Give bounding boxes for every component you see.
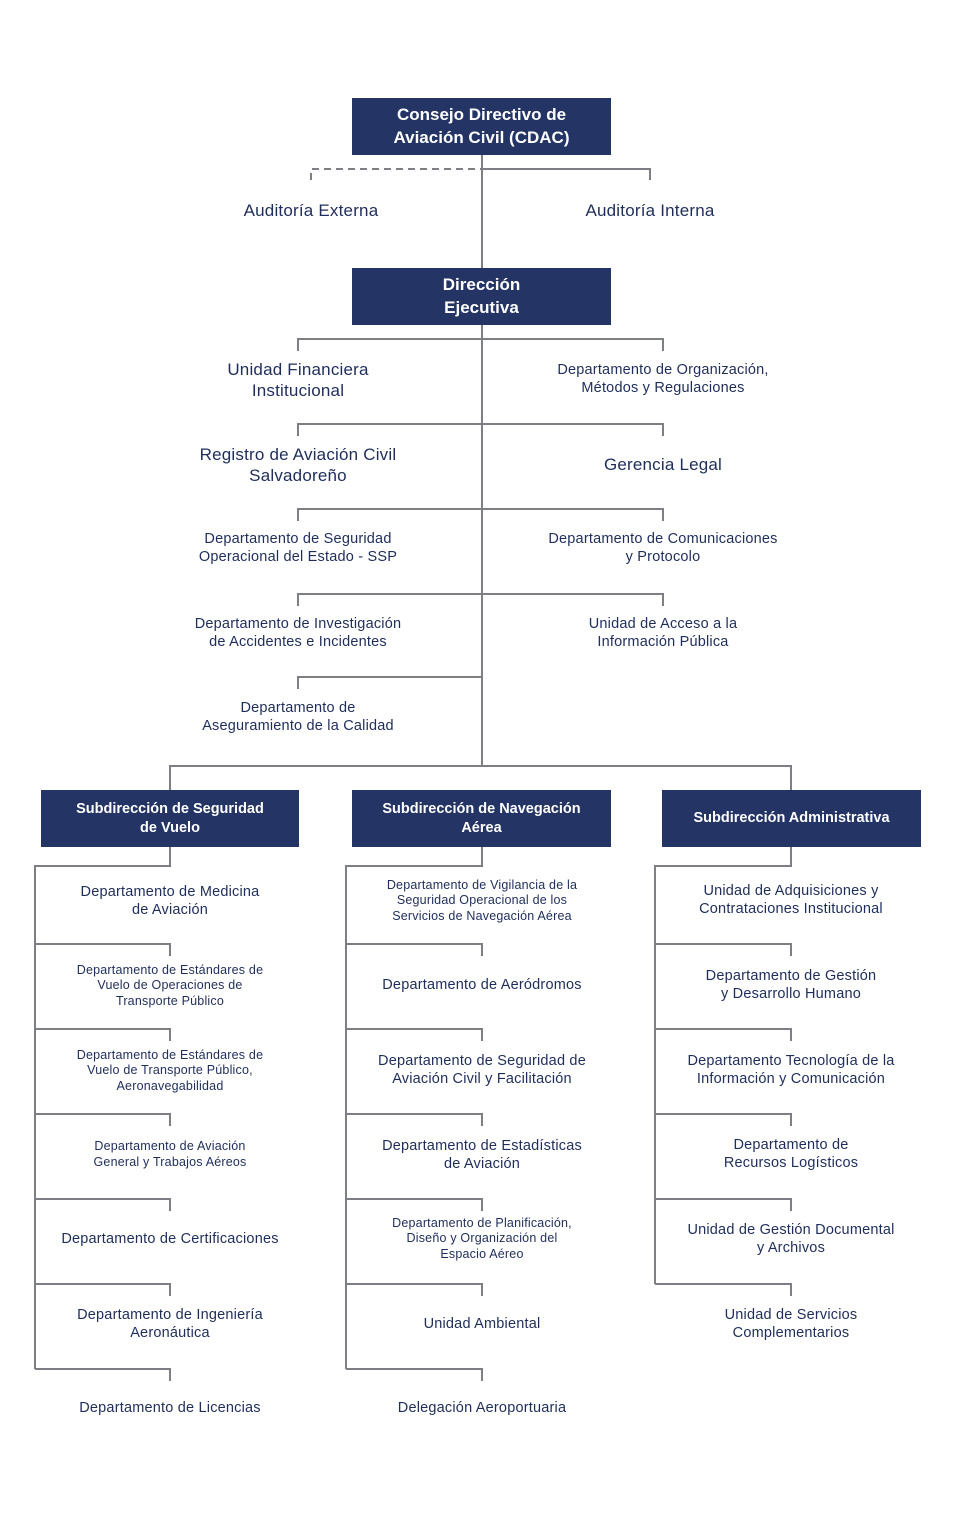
staff-left-item: Departamento de Seguridad Operacional de… xyxy=(198,530,398,565)
staff-left-item: Unidad Financiera Institucional xyxy=(227,359,369,400)
staff-left-item: Departamento de Investigación de Acciden… xyxy=(194,615,402,650)
vuelo-item: Departamento de Estándares de Vuelo de O… xyxy=(76,962,264,1008)
vuelo-item: Departamento de Licencias xyxy=(79,1399,261,1416)
subdireccion-administrativa-title: Subdirección Administrativa xyxy=(693,810,890,827)
subdireccion-navegacion-box: Subdirección de Navegación Aérea xyxy=(352,790,611,847)
subdireccion-seguridad-vuelo-box: Subdirección de Seguridad de Vuelo xyxy=(41,790,299,847)
direccion-ejecutiva-box: Dirección Ejecutiva xyxy=(352,268,611,325)
subdireccion-administrativa-box: Subdirección Administrativa xyxy=(662,790,921,847)
vuelo-item: Departamento de Certificaciones xyxy=(61,1230,279,1247)
staff-right-item: Gerencia Legal xyxy=(603,455,723,475)
navegacion-item: Departamento de Planificación, Diseño y … xyxy=(392,1215,572,1261)
navegacion-item: Unidad Ambiental xyxy=(423,1315,541,1332)
cdac-title: Consejo Directivo de Aviación Civil (CDA… xyxy=(393,105,570,147)
administrativa-item: Unidad de Adquisiciones y Contrataciones… xyxy=(699,882,883,917)
staff-left-item: Departamento de Aseguramiento de la Cali… xyxy=(202,699,394,734)
subdireccion-navegacion-title: Subdirección de Navegación Aérea xyxy=(382,800,581,836)
staff-left-item: Registro de Aviación Civil Salvadoreño xyxy=(199,444,397,485)
direccion-ejecutiva-title: Dirección Ejecutiva xyxy=(442,275,521,317)
administrativa-item: Unidad de Servicios Complementarios xyxy=(724,1306,858,1341)
subdireccion-seguridad-vuelo-title: Subdirección de Seguridad de Vuelo xyxy=(76,800,264,836)
administrativa-item: Departamento Tecnología de la Informació… xyxy=(687,1052,895,1087)
staff-right-item: Departamento de Comunicaciones y Protoco… xyxy=(548,530,778,565)
vuelo-item: Departamento de Estándares de Vuelo de T… xyxy=(76,1047,264,1093)
cdac-box: Consejo Directivo de Aviación Civil (CDA… xyxy=(352,98,611,155)
navegacion-item: Departamento de Aeródromos xyxy=(382,976,582,993)
navegacion-item: Delegación Aeroportuaria xyxy=(397,1399,567,1416)
navegacion-item: Departamento de Vigilancia de la Segurid… xyxy=(386,877,578,923)
vuelo-item: Departamento de Ingeniería Aeronáutica xyxy=(77,1306,263,1341)
auditoria-externa: Auditoría Externa xyxy=(243,201,379,221)
navegacion-item: Departamento de Estadísticas de Aviación xyxy=(382,1137,582,1172)
administrativa-item: Departamento de Gestión y Desarrollo Hum… xyxy=(705,967,877,1002)
auditoria-interna: Auditoría Interna xyxy=(585,201,715,221)
staff-right-item: Departamento de Organización, Métodos y … xyxy=(557,361,769,396)
administrativa-item: Unidad de Gestión Documental y Archivos xyxy=(687,1221,895,1256)
administrativa-item: Departamento de Recursos Logísticos xyxy=(723,1136,859,1171)
navegacion-item: Departamento de Seguridad de Aviación Ci… xyxy=(378,1052,586,1087)
staff-right-item: Unidad de Acceso a la Información Públic… xyxy=(588,615,738,650)
vuelo-item: Departamento de Medicina de Aviación xyxy=(80,883,260,918)
vuelo-item: Departamento de Aviación General y Traba… xyxy=(93,1139,247,1169)
